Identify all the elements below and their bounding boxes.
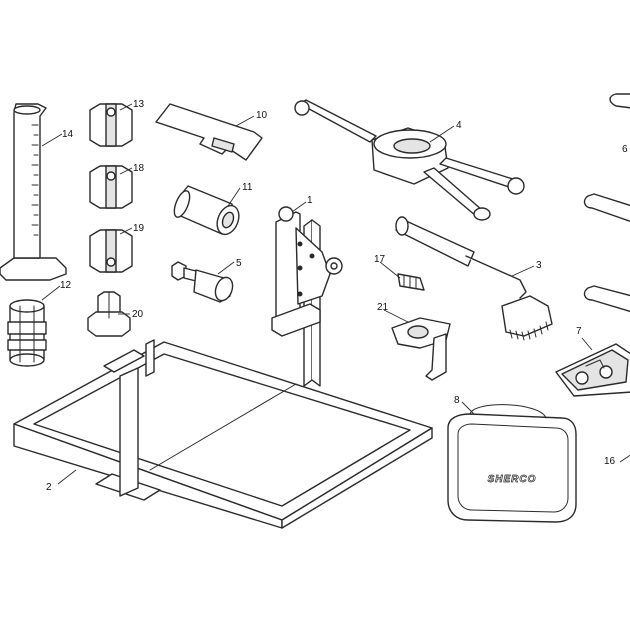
bag-logo: SHERCO xyxy=(488,474,537,485)
callout-13: 13 xyxy=(133,99,145,110)
callout-2: 2 xyxy=(46,482,52,493)
callout-16: 16 xyxy=(604,456,616,467)
puller-bolt xyxy=(171,261,234,303)
socket-sleeve xyxy=(173,185,240,236)
gear-holder xyxy=(391,317,451,381)
callout-labels: 1 2 3 4 5 6 7 8 10 11 12 13 14 16 17 18 … xyxy=(46,99,628,493)
tool-bag: SHERCO xyxy=(447,404,577,523)
callout-7: 7 xyxy=(576,326,582,337)
engine-stand xyxy=(271,206,343,387)
callout-8: 8 xyxy=(454,395,460,406)
callout-12: 12 xyxy=(60,280,72,291)
manual-booklet xyxy=(555,343,630,397)
callout-11: 11 xyxy=(242,182,253,193)
small-fitting xyxy=(397,273,425,291)
callout-17: 17 xyxy=(374,254,386,265)
lever-tools xyxy=(583,93,630,313)
slotted-sleeve xyxy=(7,299,47,367)
hex-bolt xyxy=(87,291,131,337)
callout-6: 6 xyxy=(622,144,628,155)
split-block-18 xyxy=(89,165,133,209)
callout-10: 10 xyxy=(256,110,268,121)
split-block-13 xyxy=(89,103,133,147)
callout-14: 14 xyxy=(62,129,74,140)
callout-5: 5 xyxy=(236,258,242,269)
callout-18: 18 xyxy=(133,163,145,174)
callout-19: 19 xyxy=(133,223,145,234)
callout-20: 20 xyxy=(132,309,144,320)
callout-1: 1 xyxy=(307,195,313,206)
comb-tool xyxy=(395,216,553,341)
split-block-19 xyxy=(89,229,133,273)
rotor-holder xyxy=(294,99,525,221)
drip-tray xyxy=(13,339,433,529)
flat-plate-wrench xyxy=(155,103,263,161)
graduated-cylinder xyxy=(0,103,67,281)
callout-4: 4 xyxy=(456,120,462,131)
leader-lines xyxy=(41,103,630,485)
callout-3: 3 xyxy=(536,260,542,271)
callout-21: 21 xyxy=(377,302,389,313)
